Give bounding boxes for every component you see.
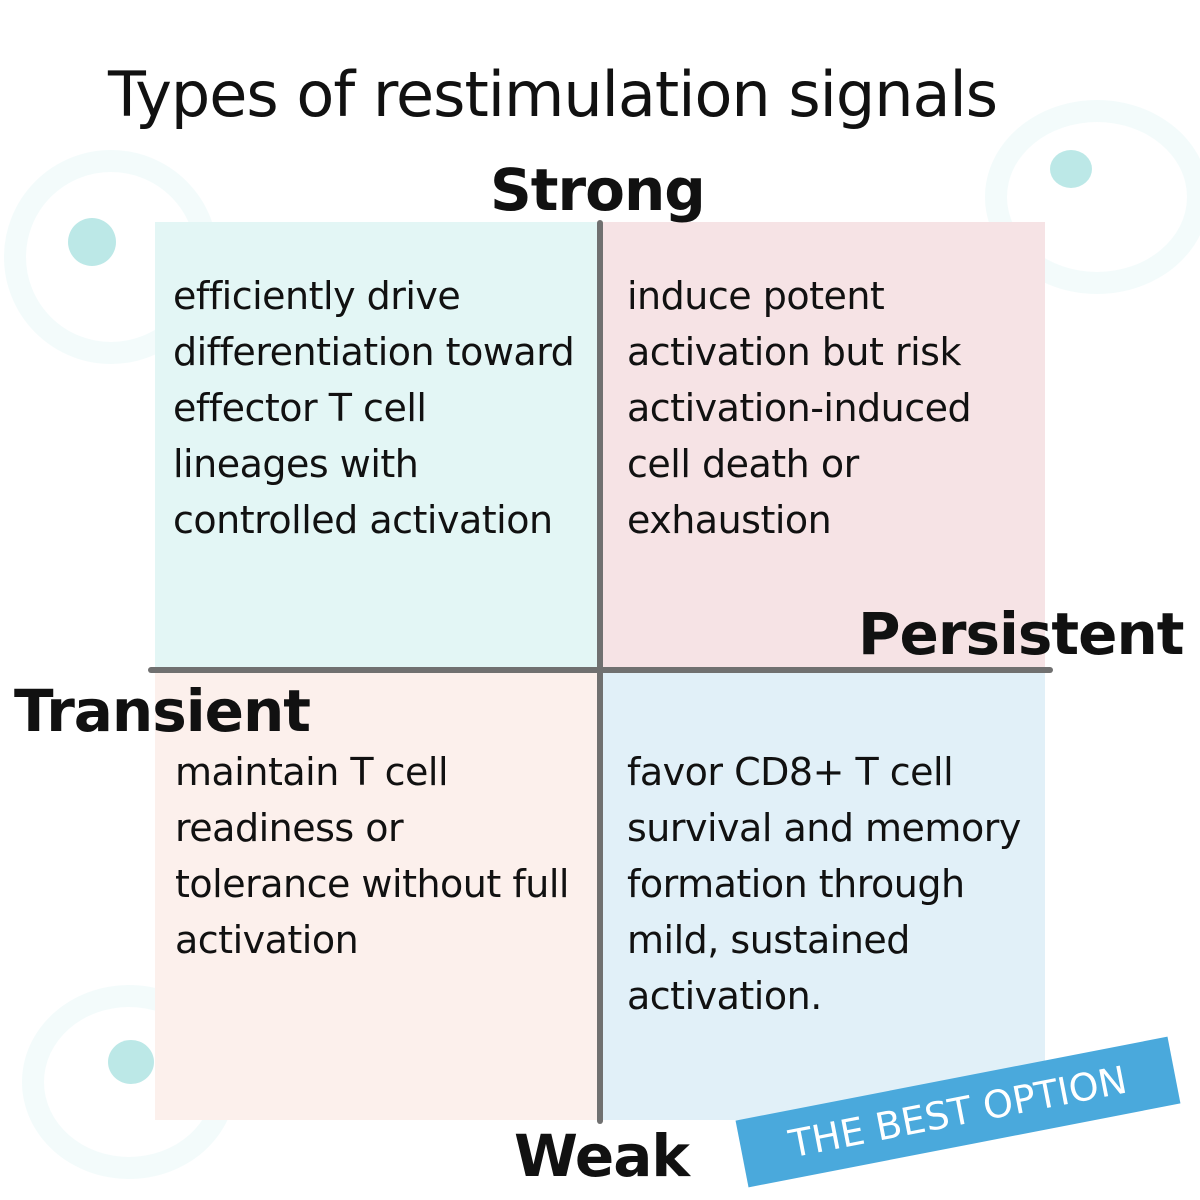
quadrant-weak-transient	[155, 670, 600, 1120]
axis-label-persistent: Persistent	[858, 600, 1184, 668]
axis-label-strong: Strong	[490, 156, 706, 224]
quadrant-strong-transient-text: efficiently drive differentiation toward…	[173, 274, 575, 542]
quadrant-weak-persistent	[600, 670, 1045, 1120]
quadrant-weak-persistent-text: favor CD8+ T cell survival and memory fo…	[627, 750, 1021, 1018]
decorative-cell-dot-right	[1050, 150, 1092, 188]
decorative-cell-dot-bottom	[108, 1040, 154, 1084]
axis-label-weak: Weak	[514, 1122, 690, 1190]
quadrant-strong-persistent-text: induce potent activation but risk activa…	[627, 274, 972, 542]
decorative-cell-dot-left	[68, 218, 116, 266]
quadrant-strong-transient	[155, 222, 600, 670]
quadrant-weak-transient-text: maintain T cell readiness or tolerance w…	[175, 750, 569, 962]
page-title: Types of restimulation signals	[108, 58, 998, 131]
horizontal-axis-line	[148, 667, 1053, 673]
axis-label-transient: Transient	[14, 677, 311, 745]
quadrant-strong-persistent	[600, 222, 1045, 670]
